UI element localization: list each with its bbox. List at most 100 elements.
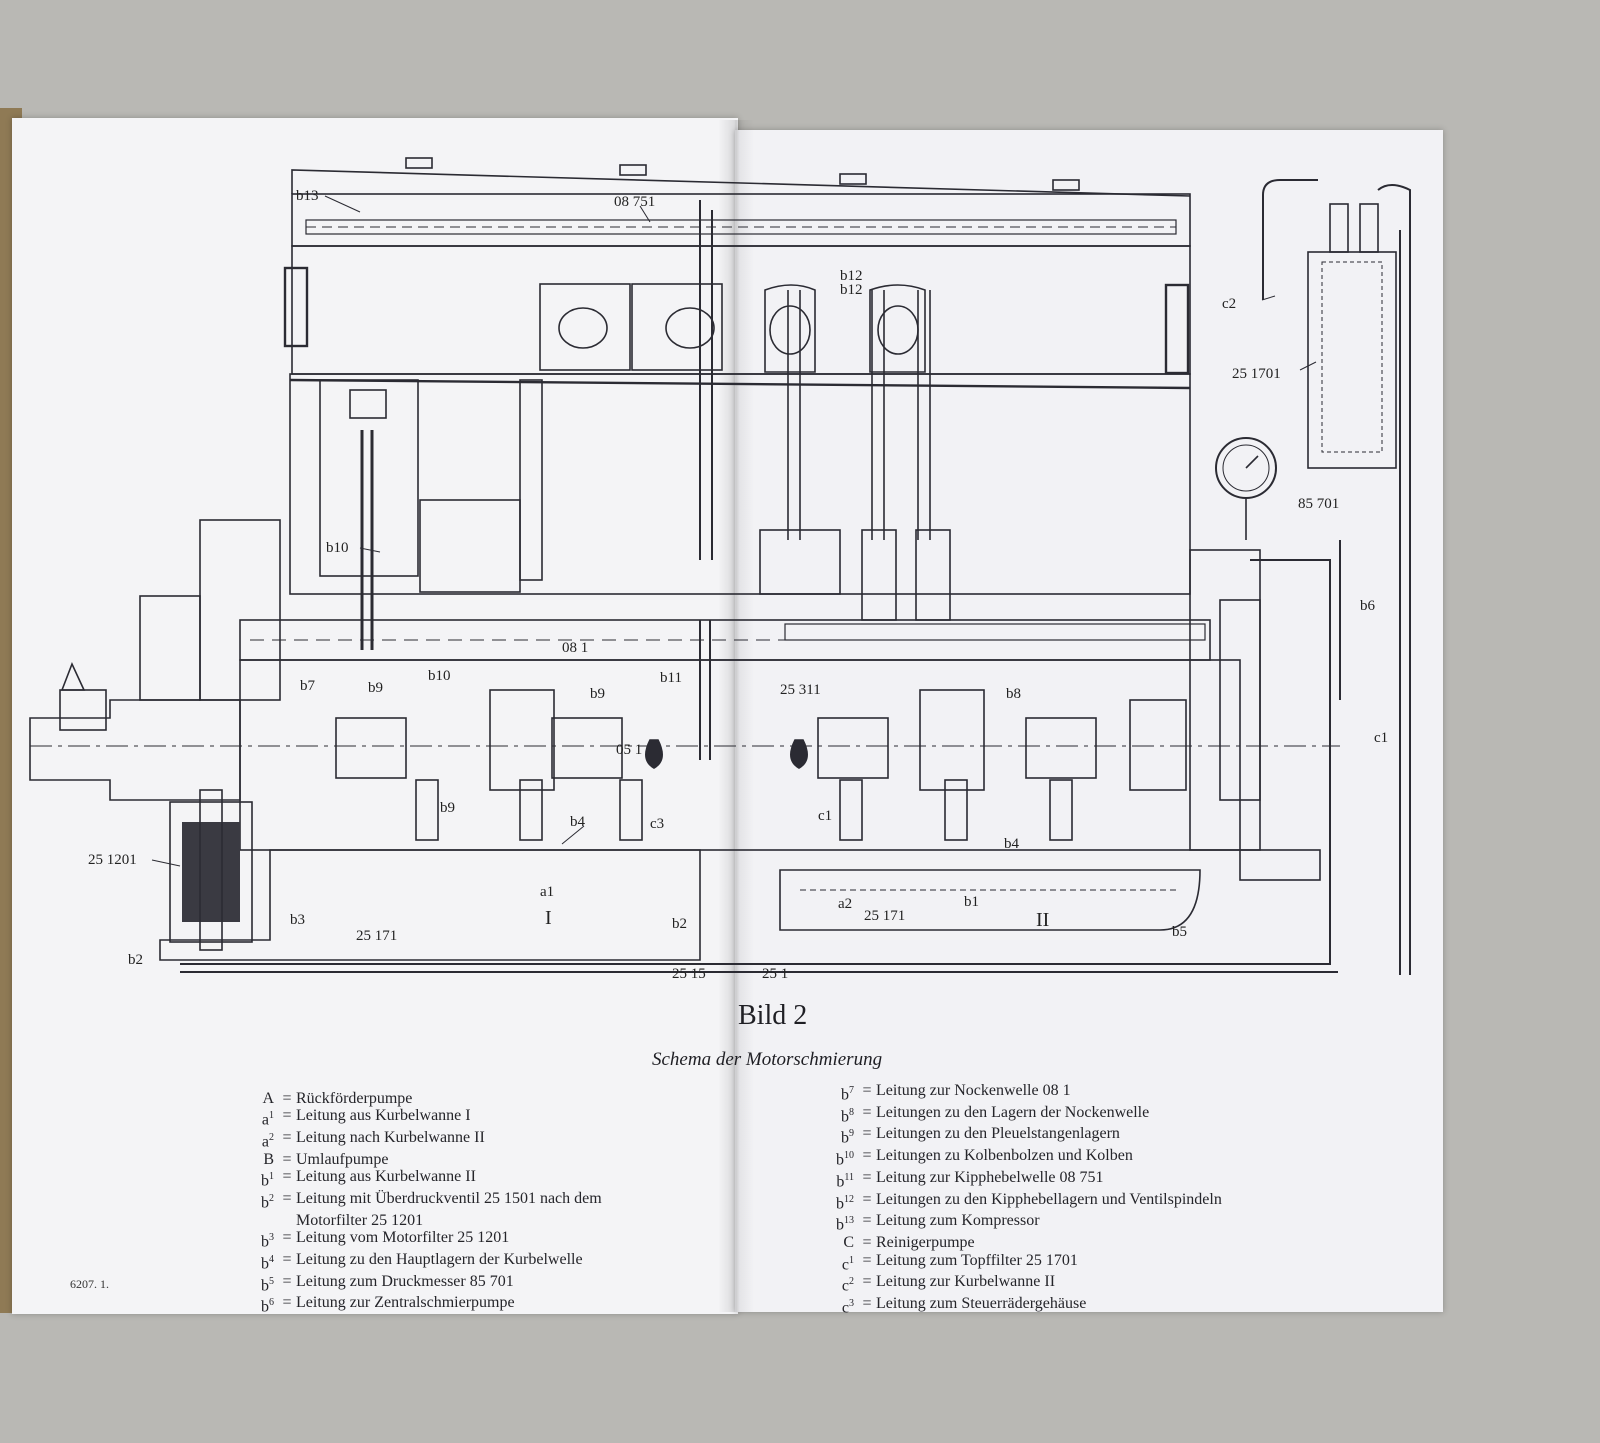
label-25171: 25 171 xyxy=(356,928,398,944)
label-251701: 25 1701 xyxy=(1232,366,1281,382)
legend-entry: b13=Leitung zum Kompressor xyxy=(812,1212,1222,1234)
label-b9-a: b9 xyxy=(368,680,383,696)
label-b2: b2 xyxy=(672,916,687,932)
label-a1: a1 xyxy=(540,884,555,900)
label-a2: a2 xyxy=(838,896,853,912)
label-b5: b5 xyxy=(1172,924,1187,940)
legend-text: Leitung zum Druckmesser 85 701 xyxy=(296,1272,514,1290)
legend-entry: c1=Leitung zum Topffilter 25 1701 xyxy=(812,1252,1222,1274)
legend-entry: b2=Leitung mit Überdruckventil 25 1501 n… xyxy=(232,1190,602,1212)
legend-entry: B=Umlaufpumpe xyxy=(232,1151,602,1168)
oil-sump xyxy=(159,849,1321,961)
legend-entry: c3=Leitung zum Steuerrädergehäuse xyxy=(812,1295,1222,1317)
legend-key: b6 xyxy=(261,1297,274,1316)
label-b10-b: b10 xyxy=(428,668,451,684)
legend-text: Leitungen zu den Pleuelstangenlagern xyxy=(876,1125,1120,1143)
label-b8: b8 xyxy=(1006,686,1021,702)
label-051: 05 1 xyxy=(616,742,643,758)
legend-entry: b12=Leitungen zu den Kipphebellagern und… xyxy=(812,1191,1222,1213)
label-c1-right: c1 xyxy=(1374,730,1389,746)
legend-text: Leitung zur Nockenwelle 08 1 xyxy=(876,1082,1071,1099)
legend-entry: C=Reinigerpumpe xyxy=(812,1234,1222,1251)
figure-title: Bild 2 xyxy=(738,1000,808,1031)
top-filter xyxy=(1307,203,1397,469)
label-sump-II: II xyxy=(1036,909,1050,931)
page-footnote: 6207. 1. xyxy=(70,1277,109,1291)
legend-key: b5 xyxy=(261,1275,274,1294)
legend-key: b13 xyxy=(836,1215,854,1234)
label-251: 25 1 xyxy=(762,966,789,982)
label-b1: b1 xyxy=(964,894,979,910)
legend-text: Leitung zur Kipphebelwelle 08 751 xyxy=(876,1168,1104,1186)
label-c2: c2 xyxy=(1222,296,1237,312)
legend-key: c1 xyxy=(841,1254,854,1273)
legend-text: Motorfilter 25 1201 xyxy=(296,1211,424,1229)
legend-key: b8 xyxy=(841,1106,854,1126)
leader-lines xyxy=(151,195,1317,867)
label-b11: b11 xyxy=(660,670,682,686)
legend-key: A xyxy=(262,1090,274,1107)
label-251501: 25 15 xyxy=(672,966,706,982)
label-b4-right: b4 xyxy=(1004,836,1019,852)
legend-key: b12 xyxy=(836,1193,854,1212)
legend-entry: c2=Leitung zur Kurbelwanne II xyxy=(812,1273,1222,1295)
label-25311: 25 311 xyxy=(780,682,821,698)
legend-key: a2 xyxy=(261,1132,274,1151)
right-page xyxy=(735,130,1443,1312)
legend-text: Leitung zur Zentralschmierpumpe xyxy=(296,1294,515,1312)
legend-text: Leitung zum Topffilter 25 1701 xyxy=(876,1251,1078,1269)
legend-text: Leitung zum Kompressor xyxy=(876,1212,1040,1230)
legend-text: Leitung zur Kurbelwanne II xyxy=(876,1273,1056,1291)
legend-entry: b8=Leitungen zu den Lagern der Nockenwel… xyxy=(812,1104,1222,1126)
legend-key xyxy=(232,1212,278,1229)
label-85701: 85 701 xyxy=(1298,496,1340,512)
legend-key: b4 xyxy=(261,1253,274,1273)
label-b12-number: b12 xyxy=(840,282,863,298)
legend-text: Leitung vom Motorfilter 25 1201 xyxy=(296,1229,510,1247)
legend-text: Leitung nach Kurbelwanne II xyxy=(296,1129,485,1147)
legend-key: b1 xyxy=(261,1171,274,1190)
legend-entry: b5=Leitung zum Druckmesser 85 701 xyxy=(232,1273,602,1295)
label-b9-b: b9 xyxy=(590,686,605,702)
label-sump-I: I xyxy=(545,907,552,929)
legend-entry: b11=Leitung zur Kipphebelwelle 08 751 xyxy=(812,1169,1222,1191)
label-c3: c3 xyxy=(650,816,665,832)
label-b6: b6 xyxy=(1360,598,1375,614)
legend-key: b2 xyxy=(261,1193,274,1212)
legend-text: Umlaufpumpe xyxy=(296,1150,389,1168)
legend-entry: A=Rückförderpumpe xyxy=(232,1090,602,1107)
legend-text: Leitung mit Überdruckventil 25 1501 nach… xyxy=(296,1190,602,1208)
label-251201: 25 1201 xyxy=(88,852,137,868)
label-b4: b4 xyxy=(570,814,585,830)
cylinder-block xyxy=(283,245,1191,595)
label-b12: b12 xyxy=(840,268,863,284)
pistons-and-pushrods xyxy=(319,290,951,650)
left-page xyxy=(12,118,738,1314)
legend-text: Leitung aus Kurbelwanne II xyxy=(296,1168,476,1186)
legend-text: Leitung zu den Hauptlagern der Kurbelwel… xyxy=(296,1250,583,1268)
legend-key: b7 xyxy=(841,1085,854,1104)
legend-key: b10 xyxy=(836,1150,854,1169)
legend-entry: Motorfilter 25 1201 xyxy=(232,1212,602,1229)
label-b10: b10 xyxy=(326,540,349,556)
legend-key: C xyxy=(843,1234,854,1252)
legend-entry: b7=Leitung zur Nockenwelle 08 1 xyxy=(812,1082,1222,1104)
legend-key: B xyxy=(263,1150,274,1168)
label-b2-left: b2 xyxy=(128,952,143,968)
legend-entry: b9=Leitungen zu den Pleuelstangenlagern xyxy=(812,1125,1222,1147)
label-b9-c: b9 xyxy=(440,800,455,816)
label-081: 08 1 xyxy=(562,640,589,656)
legend-key: a1 xyxy=(261,1110,274,1129)
label-b7: b7 xyxy=(300,678,315,694)
camshaft xyxy=(239,619,1211,661)
legend-key: b11 xyxy=(836,1171,854,1191)
legend-text: Leitungen zu Kolbenbolzen und Kolben xyxy=(876,1147,1133,1165)
crankshaft xyxy=(30,659,1340,851)
legend-entry: a2=Leitung nach Kurbelwanne II xyxy=(232,1129,602,1151)
legend-entry: b10=Leitungen zu Kolbenbolzen und Kolben xyxy=(812,1147,1222,1169)
front-gear-housing xyxy=(29,519,1261,851)
label-b3: b3 xyxy=(290,912,305,928)
